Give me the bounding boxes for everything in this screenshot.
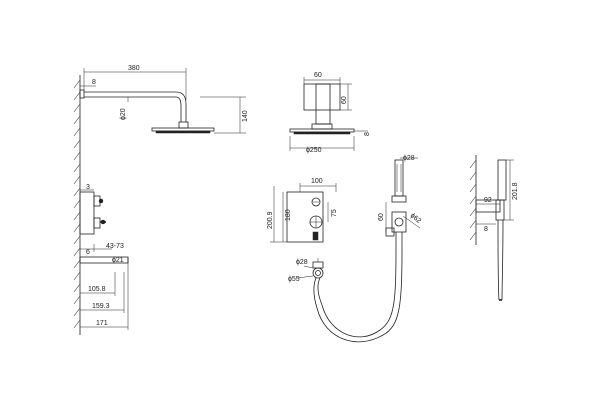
arm-and-head-view: 60 60 ɸ250 8 bbox=[289, 72, 371, 154]
dim-8-label: 8 bbox=[92, 79, 96, 86]
dim-201-8-label: 201.8 bbox=[512, 182, 519, 200]
dim-75-label: 75 bbox=[331, 209, 338, 217]
dim-8-bracket-label: 8 bbox=[484, 226, 488, 233]
mixer-plate-front-view: 100 180 200.9 75 bbox=[267, 178, 338, 243]
dim-159-3-label: 159.3 bbox=[92, 303, 110, 310]
dim-phi28-holder-label: ɸ28 bbox=[403, 155, 415, 162]
dim-60-holder-label: 60 bbox=[378, 213, 385, 221]
spout-side bbox=[79, 256, 129, 264]
dim-200-9-label: 200.9 bbox=[267, 211, 274, 229]
bracket-side-view: 92 8 201.8 bbox=[469, 155, 519, 301]
dim-8-head-label: 8 bbox=[364, 132, 371, 136]
shower-head-side bbox=[151, 127, 215, 134]
dim-phi28-elbow-label: ɸ28 bbox=[296, 259, 308, 266]
dim-380-label: 380 bbox=[128, 65, 140, 72]
side-elevation-view: 380 8 ɸ20 140 3 43-73 6 bbox=[73, 65, 249, 335]
dim-3-label: 3 bbox=[86, 184, 90, 191]
bracket-wall-hatching bbox=[469, 159, 477, 241]
dim-180-label: 180 bbox=[285, 209, 292, 221]
dim-100-label: 100 bbox=[311, 178, 323, 185]
dim-phi55-label: ɸ55 bbox=[288, 276, 300, 283]
dim-phi21-label: ɸ21 bbox=[112, 257, 124, 264]
dim-phi250-label: ɸ250 bbox=[306, 147, 322, 154]
dim-43-73-label: 43-73 bbox=[106, 243, 124, 250]
dim-phi20-label: ɸ20 bbox=[120, 108, 127, 120]
dim-60w-label: 60 bbox=[314, 72, 322, 79]
wall-hatching bbox=[73, 79, 81, 329]
mixer-valve-side bbox=[79, 191, 106, 235]
dim-105-8-label: 105.8 bbox=[88, 286, 106, 293]
dim-phi62-label: ɸ62 bbox=[409, 212, 422, 225]
wall-elbow bbox=[312, 258, 324, 279]
dim-171-label: 171 bbox=[96, 320, 108, 327]
hand-shower-hose-view: ɸ28 60 ɸ62 ɸ28 ɸ55 bbox=[288, 155, 422, 343]
dim-92-label: 92 bbox=[484, 197, 492, 204]
dim-6-label: 6 bbox=[86, 249, 90, 256]
dim-60h-label: 60 bbox=[341, 96, 348, 104]
dim-140-label: 140 bbox=[242, 110, 249, 122]
shower-arm bbox=[79, 89, 189, 129]
